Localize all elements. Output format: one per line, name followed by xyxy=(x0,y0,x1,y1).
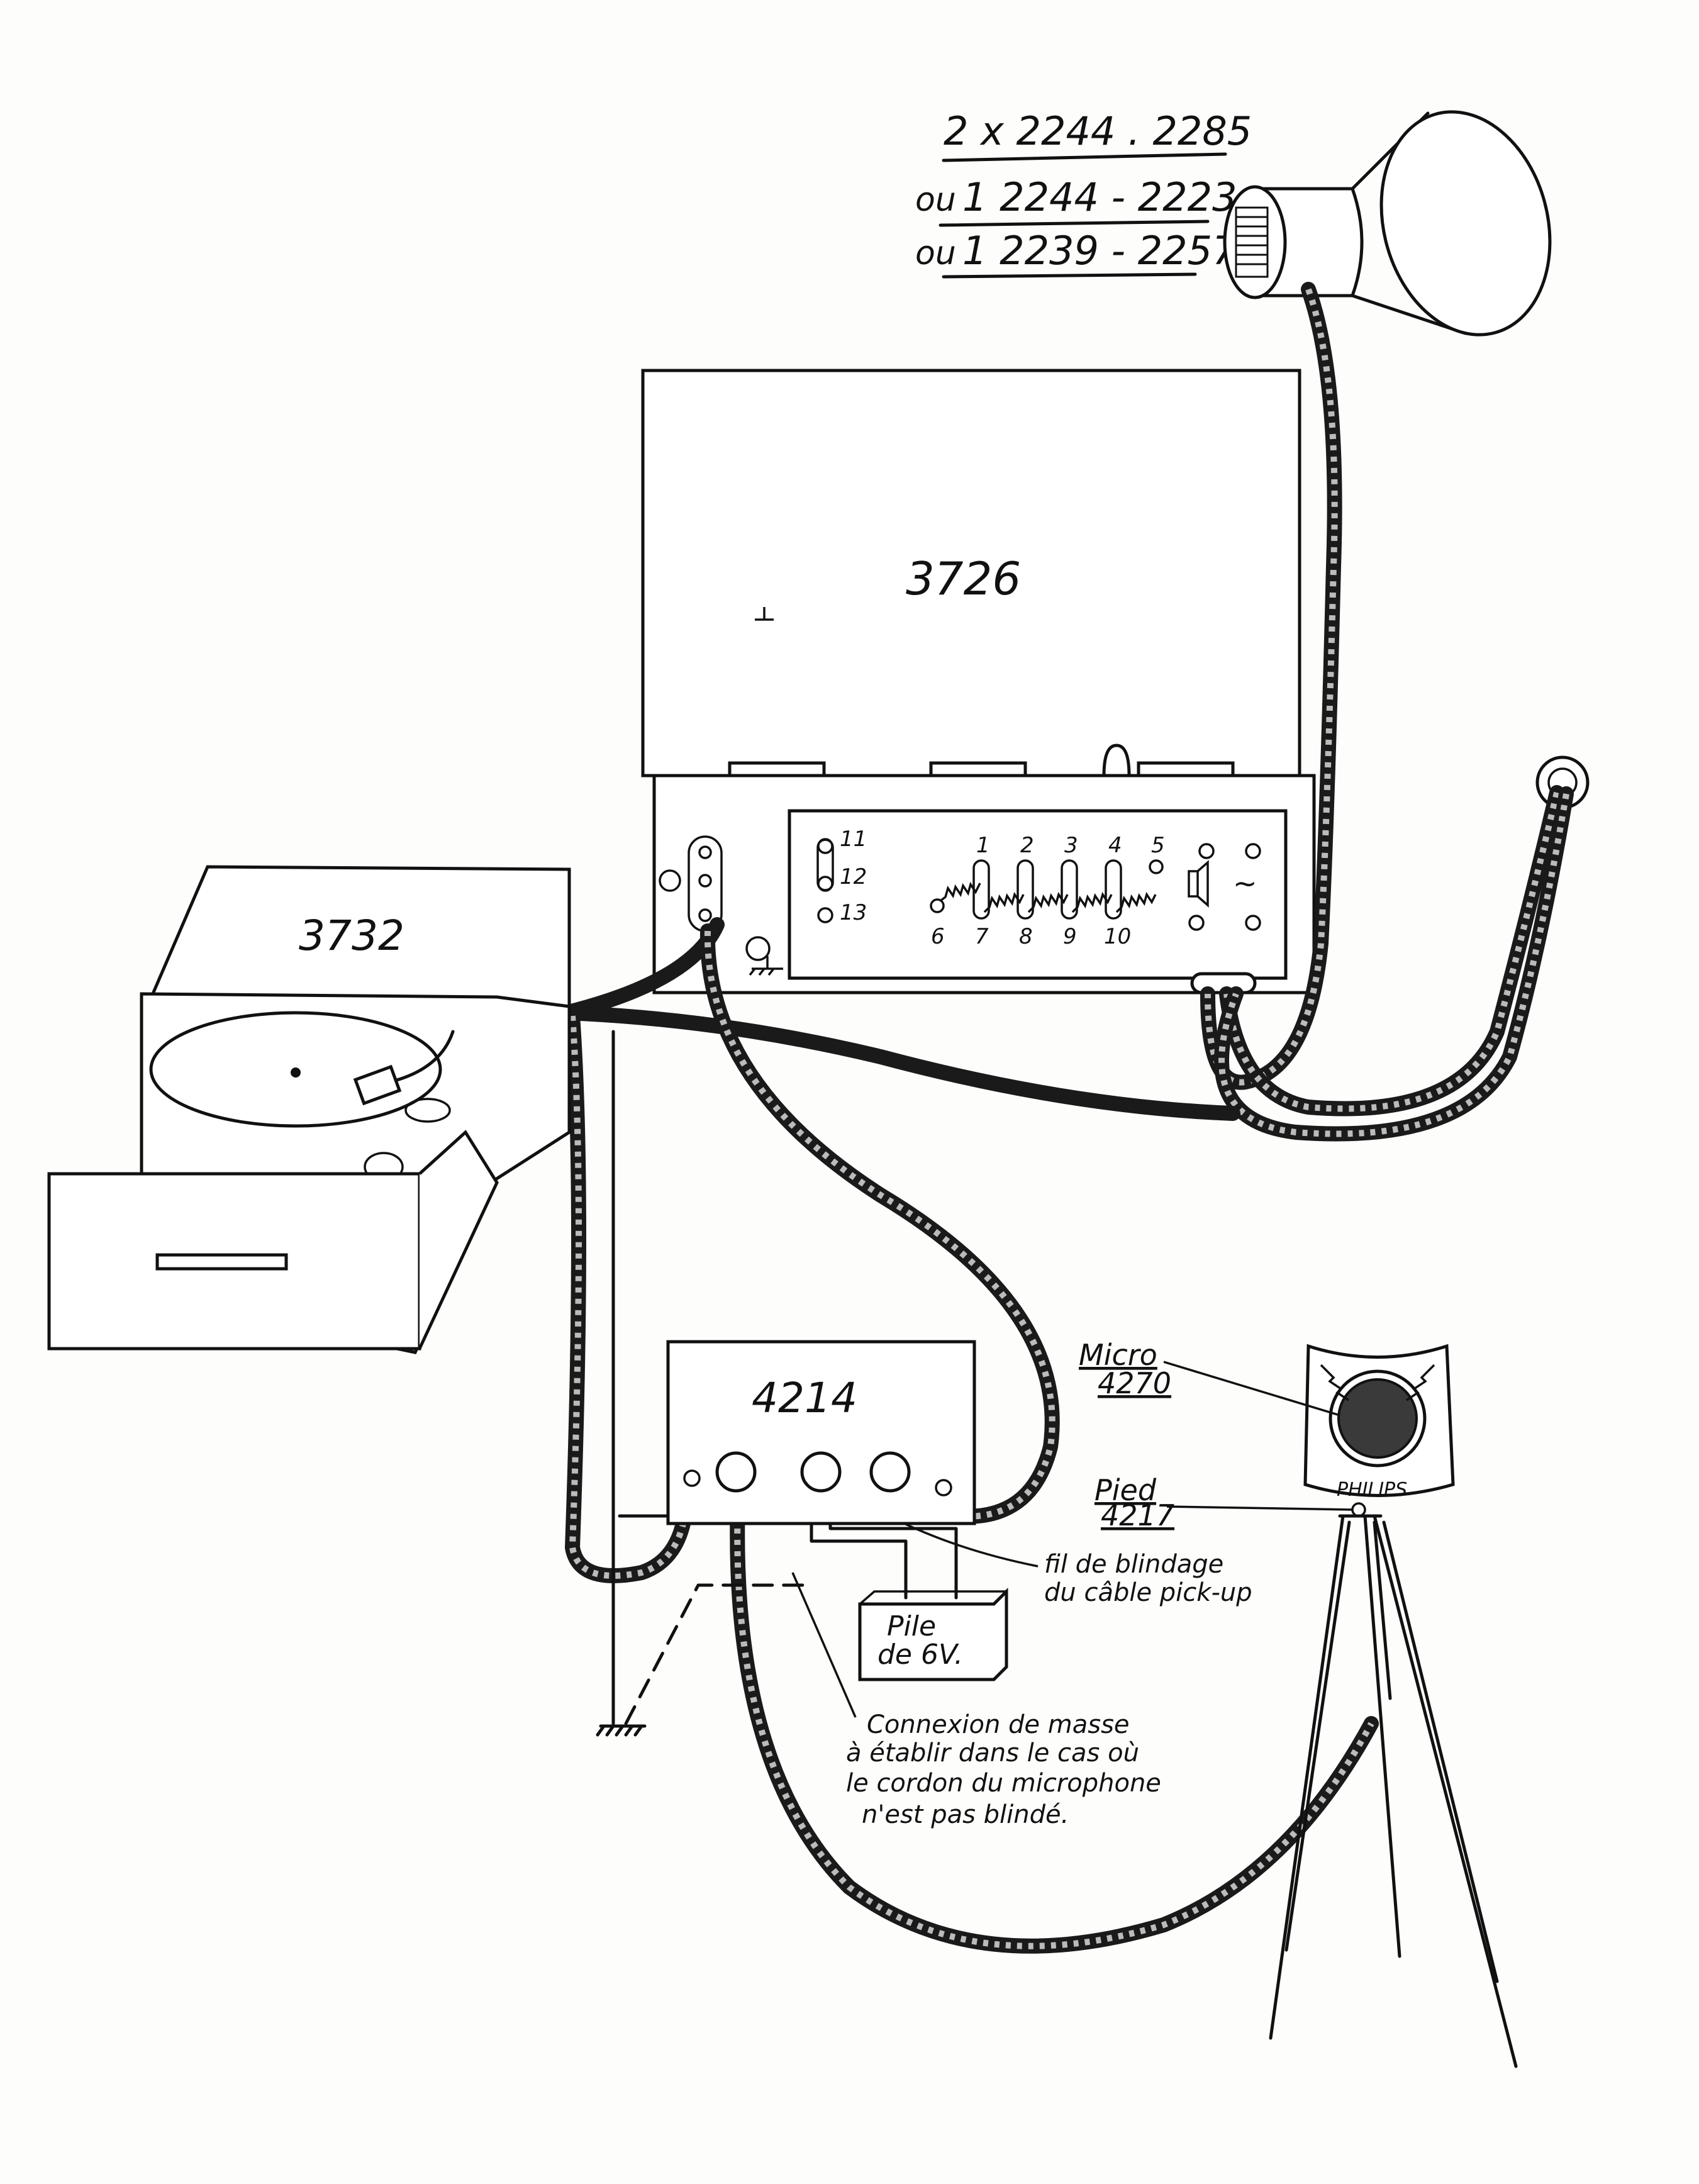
selector-knob-icon xyxy=(1102,744,1131,777)
input-socket-2 xyxy=(800,1451,842,1493)
micro-label: Micro xyxy=(1079,1338,1157,1372)
volume-knob-icon xyxy=(659,869,681,892)
ground-terminal-icon xyxy=(745,936,771,961)
speaker-ref-line-1: 2 x 2244 . 2285 xyxy=(944,108,1252,154)
horn-loudspeaker xyxy=(1223,110,1552,337)
terminal-11: 11 xyxy=(840,827,867,852)
ground-note-line-1: Connexion de masse xyxy=(867,1710,1130,1739)
battery-6v: Pile de 6V. xyxy=(858,1587,1008,1681)
terminal-10: 10 xyxy=(1104,924,1131,949)
input-socket-3 xyxy=(869,1451,911,1493)
speaker-ref-or-2: ou xyxy=(915,235,956,272)
terminal-panel xyxy=(788,809,1288,980)
turntable-label: 3732 xyxy=(299,911,404,960)
speaker-ref-line-2: 1 2244 - 2223 xyxy=(962,174,1237,220)
cables xyxy=(559,282,1574,1954)
terminal-12: 12 xyxy=(840,864,867,889)
shield-note-line-2: du câble pick-up xyxy=(1044,1578,1252,1607)
preamp-4214: 4214 xyxy=(666,1340,976,1525)
speaker-references: 2 x 2244 . 2285 ou 1 2244 - 2223 ou 1 22… xyxy=(915,108,1252,279)
amplifier-3726: 3726 11 12 13 1 2 3 4 5 xyxy=(641,369,1316,994)
ground-note-line-3: le cordon du microphone xyxy=(846,1769,1161,1798)
mains-ac-icon: ~ xyxy=(1233,866,1257,900)
annotations: Micro 4270 Pied 4217 fil de blindage du … xyxy=(846,1338,1353,1829)
microphone-4270: PHILIPS xyxy=(1303,1344,1455,1501)
speaker-ref-or-1: ou xyxy=(915,181,956,219)
terminal-8: 8 xyxy=(1019,924,1033,949)
shield-note-line-1: fil de blindage xyxy=(1044,1550,1223,1579)
input-socket-1 xyxy=(715,1451,757,1493)
ground-symbol-icon xyxy=(596,1724,647,1737)
amplifier-label: 3726 xyxy=(906,552,1021,605)
pickup-head xyxy=(353,1064,402,1106)
mic-brand: PHILIPS xyxy=(1337,1479,1407,1501)
micro-model: 4270 xyxy=(1098,1366,1171,1400)
tripod-stand-4217 xyxy=(1269,1502,1518,2068)
terminal-6: 6 xyxy=(931,924,945,949)
battery-label-1: Pile xyxy=(887,1610,936,1642)
terminal-1: 1 xyxy=(976,833,990,858)
impedance-tap-links xyxy=(930,859,1164,920)
preamp-label: 4214 xyxy=(752,1374,857,1422)
mic-grille-icon xyxy=(1337,1378,1418,1459)
terminal-3: 3 xyxy=(1064,833,1078,858)
stand-label: Pied xyxy=(1095,1473,1157,1507)
terminal-9: 9 xyxy=(1063,924,1077,949)
battery-label-2: de 6V. xyxy=(877,1639,963,1671)
stand-model: 4217 xyxy=(1101,1498,1174,1532)
terminal-7: 7 xyxy=(975,924,989,949)
turntable-3732: 3732 xyxy=(47,865,571,1354)
terminal-4: 4 xyxy=(1108,833,1122,858)
ground-note-line-2: à établir dans le cas où xyxy=(846,1739,1139,1768)
drawer-handle xyxy=(155,1253,288,1271)
terminal-2: 2 xyxy=(1020,833,1034,858)
terminal-13: 13 xyxy=(840,900,867,925)
speaker-ref-line-3: 1 2239 - 2257 xyxy=(962,228,1237,274)
terminal-5: 5 xyxy=(1151,833,1165,858)
loudspeaker-symbol-icon xyxy=(1188,860,1209,908)
ground-note-line-4: n'est pas blindé. xyxy=(862,1800,1069,1829)
speaker-grille-icon xyxy=(1235,206,1269,278)
